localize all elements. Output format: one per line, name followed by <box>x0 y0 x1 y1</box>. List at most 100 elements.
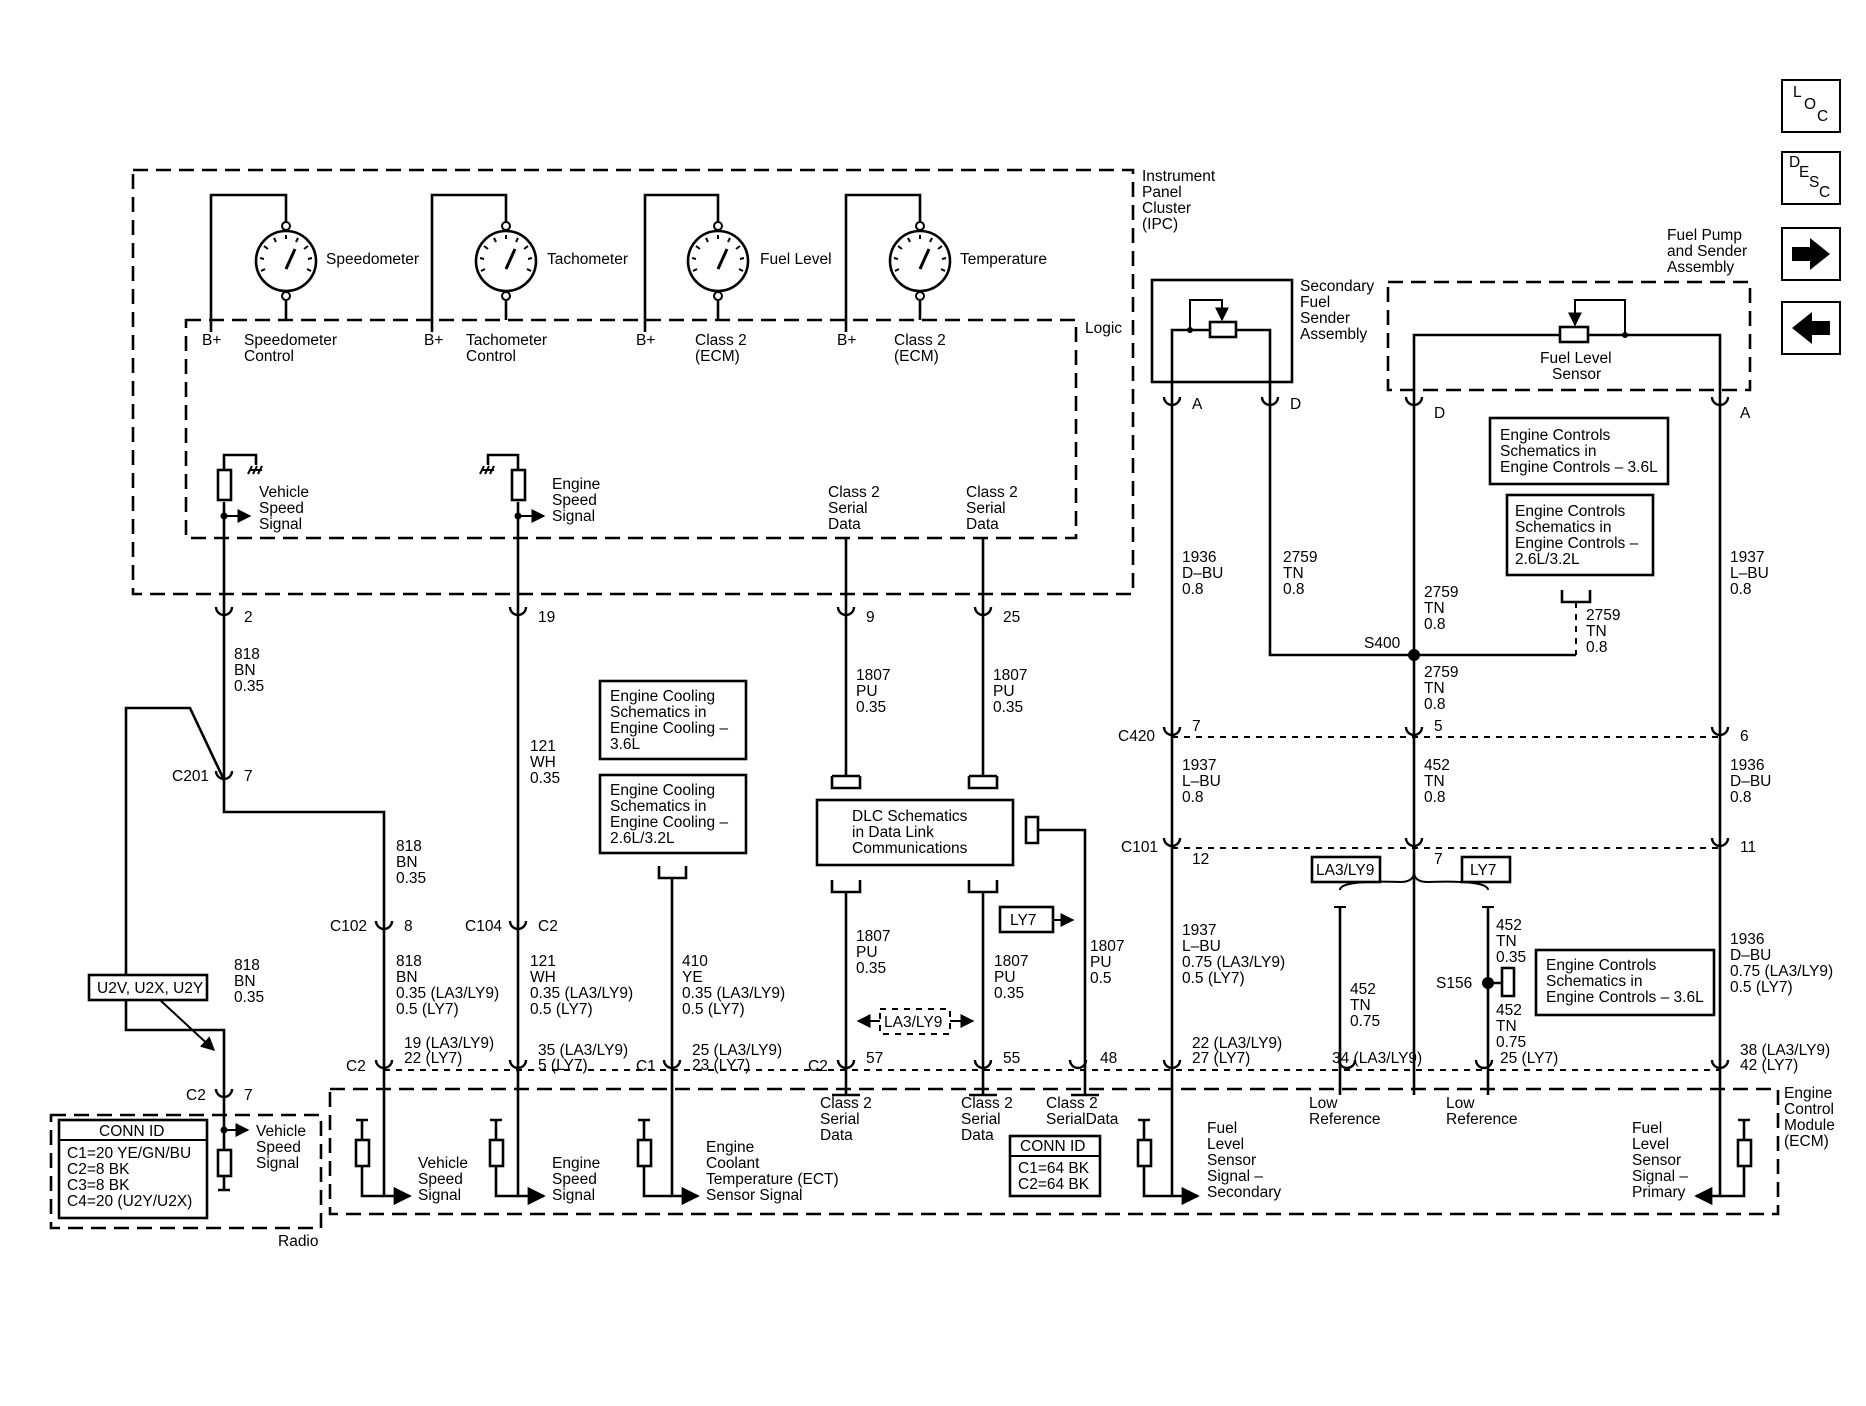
ecm-pin: 22 (LY7) <box>404 1050 462 1067</box>
wire-label: 1807 <box>1090 938 1124 955</box>
connector-label: C201 <box>172 768 209 785</box>
wire-label: 410 <box>682 953 708 970</box>
logic-label: Logic <box>1085 320 1122 337</box>
fuel-level-gauge-icon <box>686 220 750 302</box>
wire-label: TN <box>1424 600 1445 617</box>
bplus-label: B+ <box>202 332 221 349</box>
wire-label: 1807 <box>856 667 890 684</box>
wire-label: 0.5 (LY7) <box>396 1001 459 1018</box>
ipc-boundary <box>131 168 1135 596</box>
control-label: (ECM) <box>894 348 939 365</box>
ipc-pin: 9 <box>866 609 875 626</box>
ecm-title: Module <box>1784 1117 1835 1134</box>
wire-label: 0.75 <box>1350 1013 1380 1030</box>
wire-label: 1807 <box>993 667 1027 684</box>
ref-box-cooling-26[interactable] <box>598 773 748 855</box>
radio-conn-id-box <box>57 1118 209 1220</box>
ecm-signal-label: Sensor Signal <box>706 1187 803 1204</box>
radio-title: Radio <box>278 1233 319 1250</box>
connector-label: C104 <box>465 918 502 935</box>
wire-label: L–BU <box>1730 565 1769 582</box>
next-button[interactable] <box>1781 227 1841 281</box>
desc-letter: C <box>1819 184 1830 201</box>
wire-label: 121 <box>530 738 556 755</box>
resistor-icon <box>510 468 527 502</box>
wire-label: 0.35 <box>856 699 886 716</box>
loc-button[interactable]: L O C <box>1781 79 1841 133</box>
ecm-signal-label: Class 2 <box>961 1095 1013 1112</box>
pump-pin: A <box>1740 405 1751 422</box>
ecm-signal-label: Serial <box>820 1111 860 1128</box>
ecm-title: Engine <box>1784 1085 1832 1102</box>
sender-title: Secondary <box>1300 278 1374 295</box>
resistor-icon <box>216 468 233 502</box>
bplus-label: B+ <box>837 332 856 349</box>
ref-box-dlc[interactable] <box>815 798 1015 867</box>
wire-label: 0.75 <box>1496 1034 1526 1051</box>
ipc-signal-label: Signal <box>259 516 302 533</box>
ecm-pin: 25 (LA3/LY9) <box>692 1042 782 1059</box>
ecm-pin: 22 (LA3/LY9) <box>1192 1035 1282 1052</box>
ecm-signal-label: Engine <box>706 1139 754 1156</box>
radio-boundary <box>49 1113 323 1230</box>
conn-id-title: CONN ID <box>99 1123 164 1140</box>
option-badge-u2 <box>87 973 209 1002</box>
wire-label: TN <box>1496 1018 1517 1035</box>
ecm-signal-label: Speed <box>418 1171 463 1188</box>
ipc-signal-label: Signal <box>552 508 595 525</box>
wire-label: 2759 <box>1424 664 1458 681</box>
ipc-signal-label: Serial <box>966 500 1006 517</box>
control-label: Control <box>466 348 516 365</box>
ecm-signal-label: Reference <box>1446 1111 1518 1128</box>
sender-title: Sender <box>1300 310 1350 327</box>
ref-text: Engine Cooling <box>610 782 715 799</box>
desc-letter: D <box>1789 154 1800 171</box>
control-label: Speedometer <box>244 332 337 349</box>
ecm-signal-label: Low <box>1309 1095 1338 1112</box>
ecm-signal-label: Secondary <box>1207 1184 1281 1201</box>
conn-id-item: C1=20 YE/GN/BU <box>67 1145 191 1162</box>
ecm-pin: 57 <box>866 1050 883 1067</box>
engine-control-module: Engine Control Module (ECM) Vehicle Spee… <box>328 1085 1835 1216</box>
ecm-pin: 23 (LY7) <box>692 1057 750 1074</box>
back-button[interactable] <box>1781 301 1841 355</box>
wire-label: PU <box>856 944 878 961</box>
resistor-icon <box>216 1148 233 1178</box>
connector-label: C420 <box>1118 728 1155 745</box>
connector-label: C101 <box>1121 839 1158 856</box>
ref-text: 2.6L/3.2L <box>610 830 675 847</box>
wire-label: 1807 <box>994 953 1028 970</box>
ecm-title: Control <box>1784 1101 1834 1118</box>
wire-label: 0.8 <box>1283 581 1305 598</box>
ipc-signal-label: Vehicle <box>259 484 309 501</box>
pump-title: Fuel Pump <box>1667 227 1742 244</box>
loc-letter: C <box>1817 108 1828 125</box>
ipc-pin: 2 <box>244 609 253 626</box>
ref-text: Engine Controls – 3.6L <box>1546 989 1704 1006</box>
ref-text: 2.6L/3.2L <box>1515 551 1580 568</box>
desc-button[interactable]: D E S C <box>1781 151 1841 205</box>
ref-box-cooling-36[interactable] <box>598 679 748 761</box>
wire-label: TN <box>1586 623 1607 640</box>
ref-box-controls-26[interactable] <box>1505 493 1655 577</box>
ref-text: Engine Cooling – <box>610 720 728 737</box>
connector-pin: 6 <box>1740 728 1749 745</box>
ref-box-controls-36-bottom[interactable] <box>1534 948 1716 1017</box>
ref-text: in Data Link <box>852 824 934 841</box>
wire-label: PU <box>994 969 1016 986</box>
fuel-pump-sender: Fuel Pump and Sender Assembly Fuel Level… <box>1386 227 1752 422</box>
conn-id-item: C1=64 BK <box>1018 1160 1090 1177</box>
wire-label: 0.35 <box>234 678 264 695</box>
control-label: Class 2 <box>695 332 747 349</box>
sender-pin: D <box>1290 396 1301 413</box>
wire-label: 0.35 (LA3/LY9) <box>530 985 633 1002</box>
wire-label: 0.8 <box>1586 639 1608 656</box>
ref-text: Engine Controls – 3.6L <box>1500 459 1658 476</box>
ref-text: DLC Schematics <box>852 808 968 825</box>
ref-box-controls-36-top[interactable] <box>1488 416 1670 486</box>
radio-signal-label: Vehicle <box>256 1123 306 1140</box>
ecm-pin: 19 (LA3/LY9) <box>404 1035 494 1052</box>
option-label: LA3/LY9 <box>884 1014 942 1031</box>
option-label: U2V, U2X, U2Y <box>97 980 203 997</box>
wire-label: 818 <box>234 646 260 663</box>
